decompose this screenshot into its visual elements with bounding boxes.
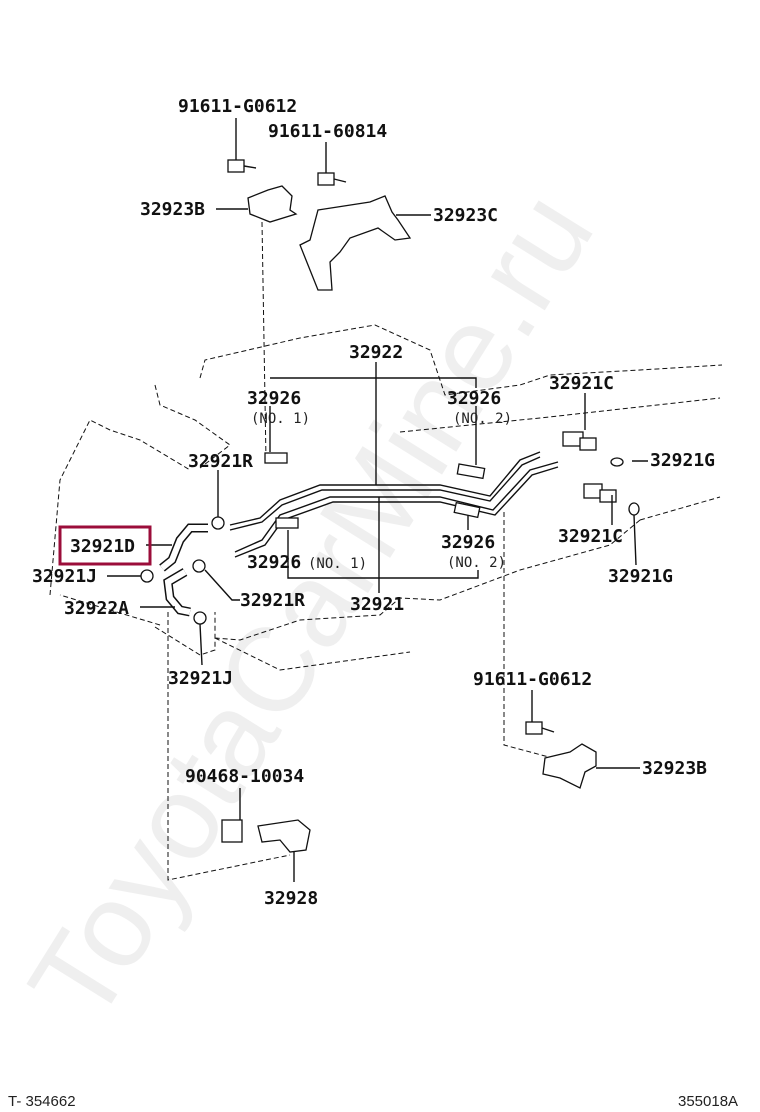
clamp-bracket-32928 [257,819,311,853]
label-32922[interactable]: 32922 [349,342,403,363]
label-32921c-bottom[interactable]: 32921C [558,526,623,547]
tube-32922-outer [229,456,541,531]
label-32921g-bottom[interactable]: 32921G [608,566,673,587]
label-32921r-bottom[interactable]: 32921R [240,590,305,611]
bolt-icon [227,159,257,173]
union-top-end [579,437,597,451]
clip-r-top [211,516,225,530]
footer-right-code: 355018A [678,1093,738,1110]
label-32923b[interactable]: 32923B [140,199,205,220]
label-91611-g0612-lower[interactable]: 91611-G0612 [473,669,592,690]
tube-32921-outer [234,466,559,558]
label-91611-60814[interactable]: 91611-60814 [268,121,387,142]
clamp-no2-top [456,463,486,480]
label-32926-no2-top[interactable]: 32926 [447,388,501,409]
clip-r-bottom [192,559,206,573]
union-bottom [583,483,603,499]
clip-j-bottom [193,611,207,625]
clamp-no1-bottom [275,517,299,529]
bracket-32923b-lower [542,743,597,789]
label-no1-bottom: (NO. 1) [308,556,367,572]
label-32926-no1-bottom[interactable]: 32926 [247,552,301,573]
union-bottom-end [599,489,617,503]
bracket-32923c [299,195,412,291]
transmission-outline [49,324,723,671]
label-32923c[interactable]: 32923C [433,205,498,226]
label-32921d[interactable]: 32921D [70,536,135,557]
highlight-box [58,525,152,566]
label-90468-10034[interactable]: 90468-10034 [185,766,304,787]
label-32921r-top[interactable]: 32921R [188,451,253,472]
label-32921j-bottom[interactable]: 32921J [168,668,233,689]
label-no1-top: (NO. 1) [251,411,310,427]
tube-32922 [229,451,541,526]
clamp-no1-top [264,452,288,464]
label-32923b-lower[interactable]: 32923B [642,758,707,779]
gasket-bottom [628,502,640,516]
footer-left-code: T- 354662 [8,1093,76,1110]
label-32922a[interactable]: 32922A [64,598,129,619]
bracket-32923b [247,185,298,223]
label-91611-g0612[interactable]: 91611-G0612 [178,96,297,117]
label-32921g-top[interactable]: 32921G [650,450,715,471]
label-32921j-left[interactable]: 32921J [32,566,97,587]
label-32926-no2-bottom[interactable]: 32926 [441,532,495,553]
gasket-top [610,457,624,467]
nut-90468 [221,819,243,843]
label-32921[interactable]: 32921 [350,594,404,615]
bolt-icon [317,172,347,186]
label-32921c-top[interactable]: 32921C [549,373,614,394]
clip-j-left [140,569,154,583]
label-no2-top: (NO. 2) [453,411,512,427]
label-32926-no1-top[interactable]: 32926 [247,388,301,409]
label-32928[interactable]: 32928 [264,888,318,909]
tube-32921 [234,461,559,553]
clamp-no2-bottom [453,501,481,519]
bolt-icon [525,721,555,735]
label-no2-bottom: (NO. 2) [447,555,506,571]
